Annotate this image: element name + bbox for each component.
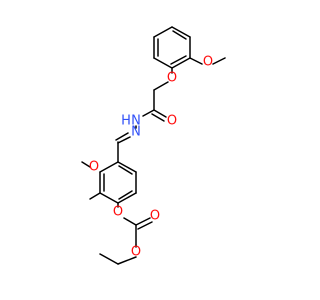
bond (81, 161, 91, 168)
hydrogen-label: H (121, 114, 131, 129)
oxygen-label: O (131, 245, 141, 260)
bond (142, 109, 155, 117)
oxygen-label: O (167, 114, 177, 129)
oxygen-label: O (203, 55, 213, 70)
bond (117, 161, 137, 173)
bond (117, 256, 137, 265)
oxygen-label: O (167, 71, 177, 86)
bond (123, 217, 137, 226)
bond (99, 253, 119, 265)
bond (153, 26, 173, 38)
bond (153, 57, 173, 69)
bond (153, 109, 167, 118)
nitrogen-label: N (131, 125, 141, 140)
oxygen-label: O (150, 209, 160, 224)
bond (135, 217, 151, 226)
atom-labels: O O O N H N O O O O (89, 55, 213, 260)
molecule-drawing: O O O N H N O O O O (0, 0, 300, 300)
structure-svg: O O O N H N O O O O (0, 0, 300, 300)
bond (137, 221, 153, 230)
bond (212, 57, 226, 65)
bond (171, 26, 191, 38)
nitrogen-label: N (131, 114, 141, 129)
bond (153, 81, 169, 91)
bond (117, 136, 131, 144)
bond (189, 57, 203, 65)
oxygen-label: O (89, 160, 99, 175)
bond (170, 55, 187, 65)
bond (172, 30, 187, 40)
background (0, 0, 300, 300)
bond (99, 192, 119, 204)
oxygen-label: O (113, 205, 123, 220)
bond (118, 190, 133, 200)
bond (115, 132, 129, 141)
bond (99, 161, 119, 173)
bond (89, 192, 101, 200)
bonds (81, 26, 226, 265)
bond (171, 57, 191, 69)
bond (118, 165, 133, 175)
bond (151, 113, 165, 122)
bond (117, 192, 137, 204)
